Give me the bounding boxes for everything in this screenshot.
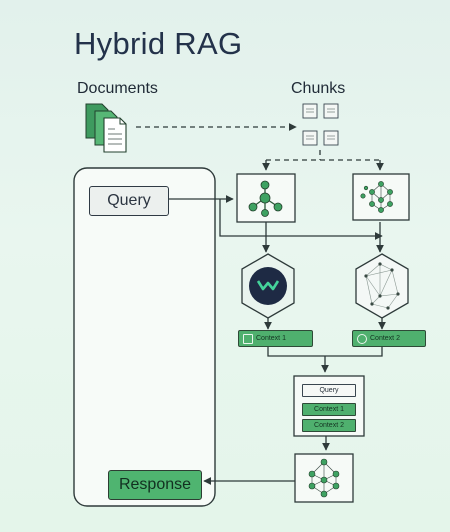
- llm-box: [294, 453, 354, 503]
- document-icon: [243, 334, 253, 344]
- chunks-icon: [302, 103, 339, 146]
- query-bubble: Query: [89, 186, 169, 216]
- vector-retriever-hexagon: [355, 253, 409, 319]
- prompt-context-2-row: Context 2: [302, 419, 356, 432]
- context-2-tag: Context 2: [352, 330, 426, 347]
- context-2-label: Context 2: [370, 335, 400, 342]
- chunks-label: Chunks: [291, 80, 346, 97]
- vector-store-box: [352, 173, 410, 221]
- context-1-tag: Context 1: [238, 330, 313, 347]
- documents-icon: [85, 103, 127, 153]
- documents-label: Documents: [77, 80, 158, 97]
- query-response-panel: [73, 167, 216, 507]
- prompt-query-row: Query: [302, 384, 356, 397]
- context-1-label: Context 1: [256, 335, 286, 342]
- graph-store-box: [236, 173, 296, 223]
- network-icon: [357, 334, 367, 344]
- diagram-title: Hybrid RAG: [74, 26, 243, 61]
- graph-retriever-hexagon: [241, 253, 295, 319]
- query-arrows: [167, 195, 384, 253]
- prompt-context-1-row: Context 1: [302, 403, 356, 416]
- context-connectors: [264, 318, 386, 373]
- chunks-split-arrows: [262, 150, 384, 171]
- response-bubble: Response: [108, 470, 202, 500]
